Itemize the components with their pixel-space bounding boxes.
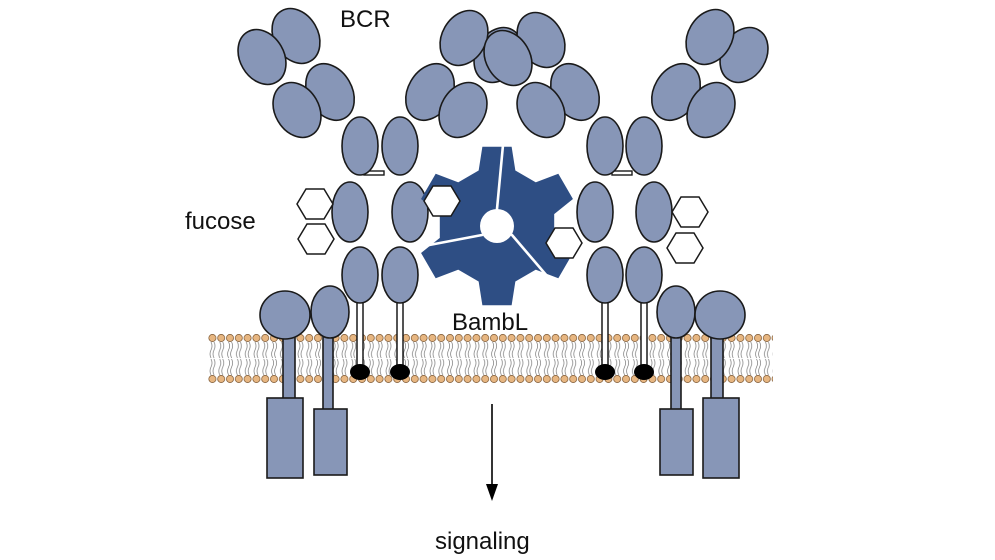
coreceptor-heads xyxy=(259,285,746,340)
signaling-label: signaling xyxy=(435,528,530,555)
left-inner-itam-tail xyxy=(313,408,348,476)
fucose-hexagon-icon xyxy=(671,196,709,228)
left-itam-tail xyxy=(266,397,304,479)
right-inner-itam-tail xyxy=(659,408,694,476)
left-inner-coreceptor-stalk xyxy=(322,333,334,413)
fucose-hexagon-icon xyxy=(666,232,704,264)
bambl-lectin-icon xyxy=(421,143,573,306)
signaling-coreceptor-tails xyxy=(266,333,740,479)
membrane-anchor xyxy=(350,364,370,380)
bcr-transmembrane-anchors xyxy=(350,299,654,380)
bambl-label: BambL xyxy=(452,309,528,336)
fucose-hexagon-icon xyxy=(297,223,335,255)
fucose-label: fucose xyxy=(185,208,256,235)
right-inner-coreceptor-stalk xyxy=(670,333,682,413)
membrane-anchor xyxy=(634,364,654,380)
lectin-central-pore xyxy=(480,209,514,243)
fucose-hexagon-icon xyxy=(545,227,583,259)
right-itam-tail xyxy=(702,397,740,479)
left-coreceptor-stalk xyxy=(282,333,296,403)
bcr-label: BCR xyxy=(340,6,391,33)
signaling-arrow-icon xyxy=(486,404,498,501)
fucose-hexagon-icon xyxy=(423,185,461,217)
membrane-anchor xyxy=(595,364,615,380)
fucose-hexagon-icon xyxy=(296,188,334,220)
bcr-ig-domains xyxy=(237,7,769,304)
right-coreceptor-stalk xyxy=(710,333,724,403)
membrane-anchor xyxy=(390,364,410,380)
fucose-residues xyxy=(296,185,709,264)
